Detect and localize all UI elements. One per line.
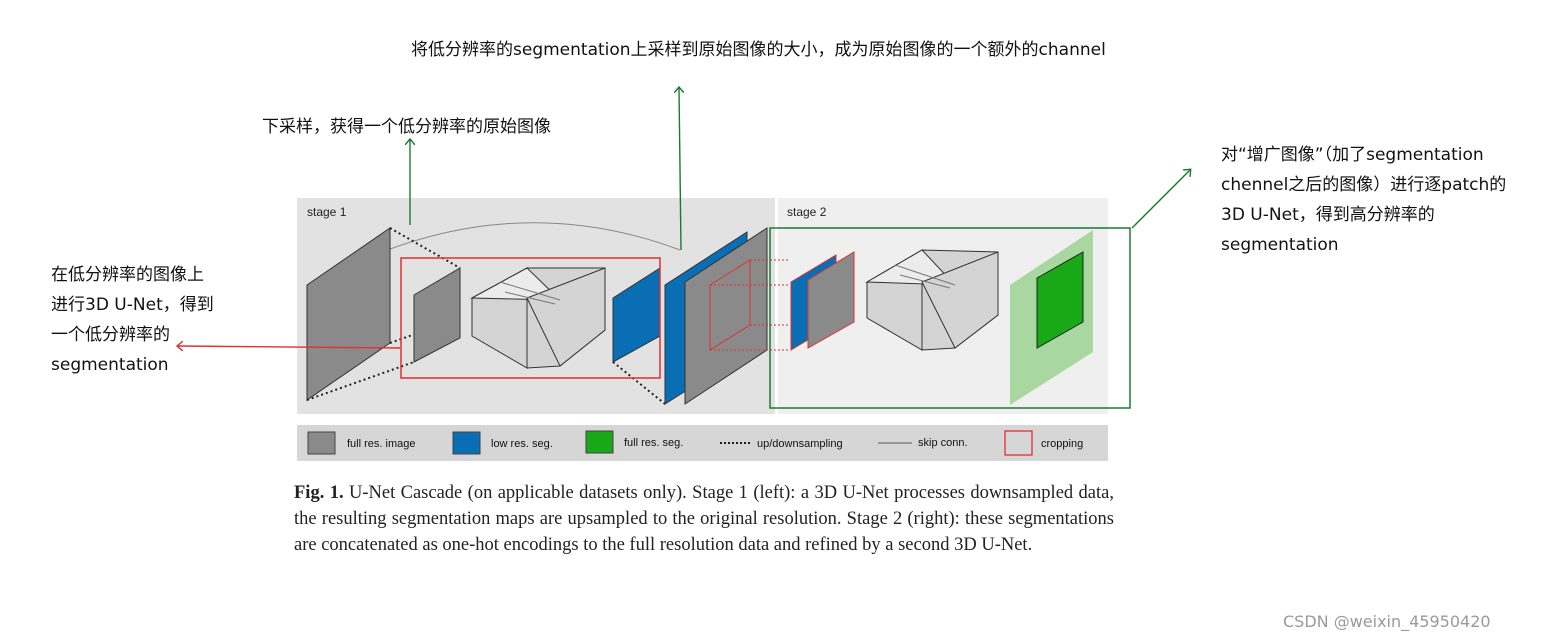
caption-text: U-Net Cascade (on applicable datasets on… bbox=[294, 483, 1114, 555]
legend-swatch-crop bbox=[1004, 430, 1033, 456]
figure-caption: Fig. 1. U-Net Cascade (on applicable dat… bbox=[294, 480, 1114, 558]
legend-full-res-image: full res. image bbox=[347, 438, 415, 450]
annotation-left: 在低分辨率的图像上 进行3D U-Net，得到 一个低分辨率的 segmenta… bbox=[51, 260, 214, 380]
legend-cropping: cropping bbox=[1041, 438, 1083, 450]
annotation-right-line-2: chennel之后的图像）进行逐patch的 bbox=[1221, 175, 1507, 195]
stage1-label: stage 1 bbox=[307, 205, 347, 219]
legend-skip: skip conn. bbox=[918, 437, 968, 449]
crop-box-stage1 bbox=[400, 257, 661, 379]
arrow-upsample bbox=[679, 88, 681, 251]
arrow-left-annotation bbox=[178, 346, 401, 348]
annotation-left-line-3: 一个低分辨率的 bbox=[51, 325, 170, 345]
annotation-right-line-3: 3D U-Net，得到高分辨率的 bbox=[1221, 205, 1435, 225]
annotation-right-line-1: 对“增广图像”（加了segmentation bbox=[1221, 145, 1484, 165]
annotation-downsample: 下采样，获得一个低分辨率的原始图像 bbox=[262, 117, 551, 137]
watermark: CSDN @weixin_45950420 bbox=[1283, 612, 1491, 631]
annotation-upsample: 将低分辨率的segmentation上采样到原始图像的大小，成为原始图像的一个额… bbox=[411, 40, 1106, 60]
full-res-seg-output bbox=[1036, 251, 1084, 349]
stage2-label: stage 2 bbox=[787, 205, 827, 219]
legend-swatch-image bbox=[307, 431, 336, 455]
unet-stage1 bbox=[470, 267, 606, 369]
annotation-right-line-4: segmentation bbox=[1221, 235, 1339, 255]
skip-connection-arc bbox=[357, 222, 681, 263]
stage2-highlight-box bbox=[769, 227, 1131, 409]
upsampling-lines bbox=[612, 361, 666, 405]
arrow-stage2 bbox=[1131, 170, 1190, 229]
annotation-left-line-2: 进行3D U-Net，得到 bbox=[51, 295, 214, 315]
legend-full-res-seg: full res. seg. bbox=[624, 437, 683, 449]
patch-image-slab bbox=[807, 251, 855, 349]
annotation-left-line-1: 在低分辨率的图像上 bbox=[51, 265, 204, 285]
legend-bar bbox=[297, 425, 1108, 461]
unet-stage2 bbox=[865, 249, 999, 351]
low-res-image-slab bbox=[413, 267, 461, 363]
caption-label: Fig. 1. bbox=[294, 483, 344, 503]
annotation-left-line-4: segmentation bbox=[51, 355, 169, 375]
legend-swatch-full-seg bbox=[585, 430, 614, 454]
legend-low-res-seg: low res. seg. bbox=[491, 438, 553, 450]
legend-swatch-low-seg bbox=[452, 431, 481, 455]
annotation-right: 对“增广图像”（加了segmentation chennel之后的图像）进行逐p… bbox=[1221, 140, 1506, 260]
legend-updown: up/downsampling bbox=[757, 438, 843, 450]
